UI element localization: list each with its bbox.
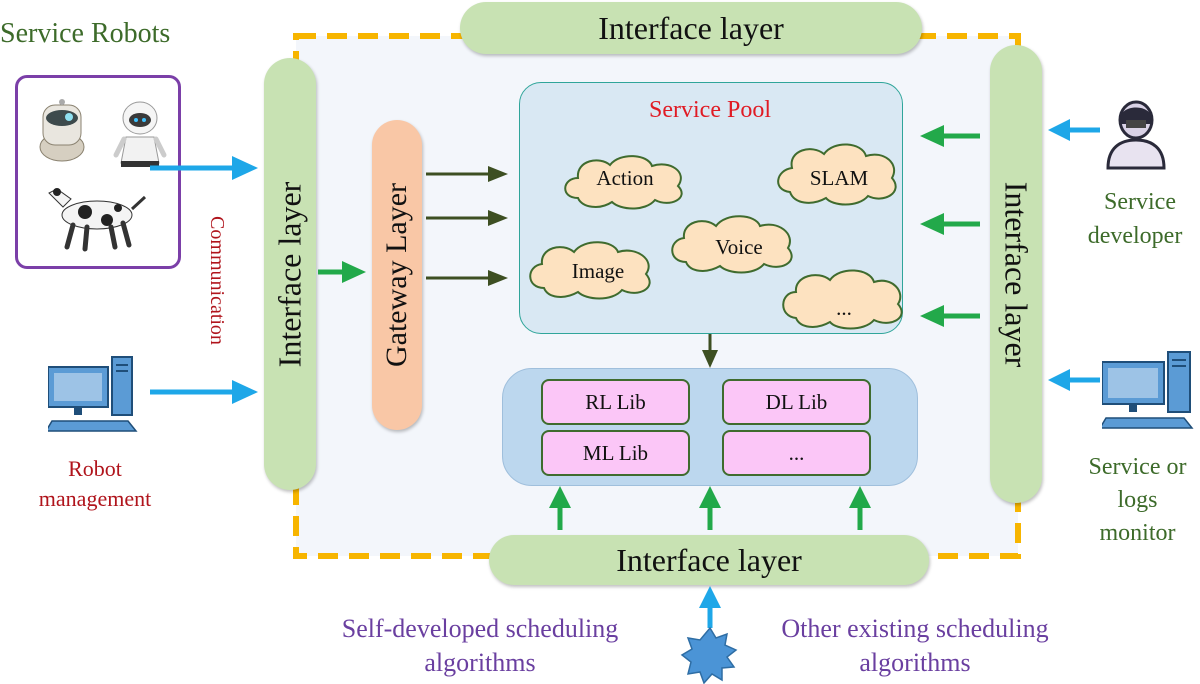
robot-management-label-1: Robot bbox=[68, 456, 122, 481]
computer-monitor-icon bbox=[48, 356, 138, 432]
other-scheduling-label-1: Other existing scheduling bbox=[781, 614, 1049, 643]
service-voice: Voice bbox=[715, 235, 763, 259]
interface-layer-top bbox=[460, 2, 922, 54]
interface-layer-right-label: Interface layer bbox=[998, 181, 1035, 367]
interface-layer-bottom-label: Interface layer bbox=[616, 542, 802, 578]
logs-monitor-label-2: logs bbox=[1117, 487, 1158, 513]
robot-management-label-2: management bbox=[38, 486, 152, 511]
service-slam: SLAM bbox=[809, 166, 869, 190]
robot-unit-icon bbox=[39, 99, 85, 162]
lib-dl: DL Lib bbox=[722, 379, 871, 425]
service-image: Image bbox=[571, 259, 625, 283]
interface-layer-top-label: Interface layer bbox=[598, 10, 784, 46]
gateway-layer-label: Gateway Layer bbox=[380, 182, 413, 368]
robot-dog-icon bbox=[48, 188, 147, 252]
logs-monitor-label-1: Service or bbox=[1088, 454, 1187, 480]
lib-rl: RL Lib bbox=[541, 379, 690, 425]
service-more: ... bbox=[836, 296, 852, 320]
lib-ml: ML Lib bbox=[541, 430, 690, 476]
self-developed-scheduling-label-1: Self-developed scheduling bbox=[341, 614, 619, 643]
interface-layer-bottom bbox=[489, 535, 929, 585]
other-scheduling-label-2: algorithms bbox=[859, 648, 971, 677]
service-action: Action bbox=[596, 166, 654, 190]
logs-monitor-label-3: monitor bbox=[1099, 520, 1176, 546]
service-developer-label-1: Service bbox=[1104, 189, 1176, 215]
interface-layer-left bbox=[264, 58, 316, 490]
service-pool-title: Service Pool bbox=[649, 97, 771, 123]
monitor-computer-icon bbox=[1102, 351, 1194, 429]
service-developer-label-2: developer bbox=[1087, 223, 1183, 249]
developer-person-icon bbox=[1106, 100, 1166, 170]
robot-images bbox=[39, 99, 167, 252]
interface-layer-left-label: Interface layer bbox=[271, 181, 308, 367]
gateway-layer bbox=[372, 120, 422, 430]
self-developed-scheduling-label-2: algorithms bbox=[424, 648, 536, 677]
communication-label: Communication bbox=[205, 215, 228, 345]
interface-layer-right bbox=[990, 45, 1042, 503]
humanoid-robot-icon bbox=[113, 101, 167, 167]
service-robots-title: Service Robots bbox=[0, 18, 171, 49]
lib-more: ... bbox=[722, 430, 871, 476]
